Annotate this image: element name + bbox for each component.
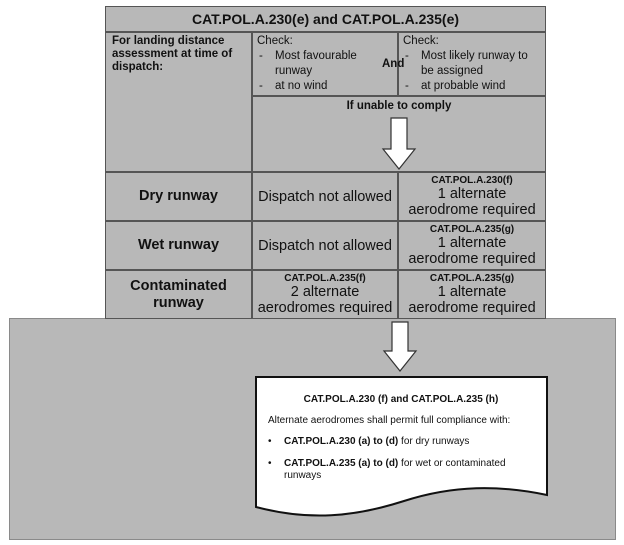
landing-assessment-label: For landing distance assessment at time … [105, 32, 252, 172]
bullet-reference: CAT.POL.A.235 (a) to (d) [284, 458, 399, 469]
check-right-item: Most likely runway to be assigned [403, 49, 541, 79]
outcome-text: Dispatch not allowed [258, 188, 392, 205]
outcome-text: 1 alternate aerodrome required [408, 284, 536, 316]
outcome-text: 1 alternate aerodrome required [408, 235, 536, 267]
down-arrow-icon [381, 117, 417, 170]
bullet-text: for dry runways [398, 436, 470, 447]
outcome-text: 1 alternate aerodrome required [408, 186, 536, 218]
bullet-reference: CAT.POL.A.230 (a) to (d) [284, 436, 399, 447]
dry-runway-outcome-a: Dispatch not allowed [252, 172, 398, 221]
table-title: CAT.POL.A.230(e) and CAT.POL.A.235(e) [105, 6, 546, 32]
row-label-contaminated-runway: Contaminated runway [105, 270, 252, 319]
dry-runway-outcome-b: CAT.POL.A.230(f) 1 alternate aerodrome r… [398, 172, 546, 221]
document-bullet: CAT.POL.A.235 (a) to (d) for wet or cont… [284, 458, 539, 482]
contaminated-runway-outcome-b: CAT.POL.A.235(g) 1 alternate aerodrome r… [398, 270, 546, 319]
check-left-list: Most favourable runway at no wind [257, 49, 393, 94]
regulation-ref: CAT.POL.A.235(g) [429, 224, 515, 235]
row-label-wet-runway: Wet runway [105, 221, 252, 270]
document-title: CAT.POL.A.230 (f) and CAT.POL.A.235 (h) [303, 394, 499, 405]
outcome-text: 2 alternate aerodromes required [257, 284, 393, 316]
unable-cell [252, 96, 546, 172]
check-left-title: Check: [257, 35, 293, 47]
contaminated-runway-outcome-a: CAT.POL.A.235(f) 2 alternate aerodromes … [252, 270, 398, 319]
regulation-ref: CAT.POL.A.235(f) [284, 273, 366, 284]
check-likely-runway: Check: Most likely runway to be assigned… [398, 32, 546, 96]
outcome-text: Dispatch not allowed [258, 237, 392, 254]
and-label: And [382, 58, 405, 70]
check-left-item: at no wind [257, 79, 393, 94]
row-label-dry-runway: Dry runway [105, 172, 252, 221]
check-right-title: Check: [403, 35, 439, 47]
document-intro: Alternate aerodromes shall permit full c… [268, 415, 511, 426]
check-favourable-runway: Check: Most favourable runway at no wind [252, 32, 398, 96]
wet-runway-outcome-a: Dispatch not allowed [252, 221, 398, 270]
bullet-icon: • [268, 458, 272, 469]
unable-label: If unable to comply [346, 100, 452, 112]
regulation-ref: CAT.POL.A.230(f) [431, 175, 513, 186]
document-shape [255, 376, 548, 517]
regulation-ref: CAT.POL.A.235(g) [429, 273, 515, 284]
check-left-item: Most favourable runway [257, 49, 393, 79]
wet-runway-outcome-b: CAT.POL.A.235(g) 1 alternate aerodrome r… [398, 221, 546, 270]
down-arrow-icon [382, 321, 418, 372]
document-bullet: CAT.POL.A.230 (a) to (d) for dry runways [284, 436, 539, 448]
bullet-icon: • [268, 436, 272, 447]
bullet-text: for wet or contaminated runways [284, 458, 506, 481]
check-right-list: Most likely runway to be assigned at pro… [403, 49, 541, 94]
check-right-item: at probable wind [403, 79, 541, 94]
